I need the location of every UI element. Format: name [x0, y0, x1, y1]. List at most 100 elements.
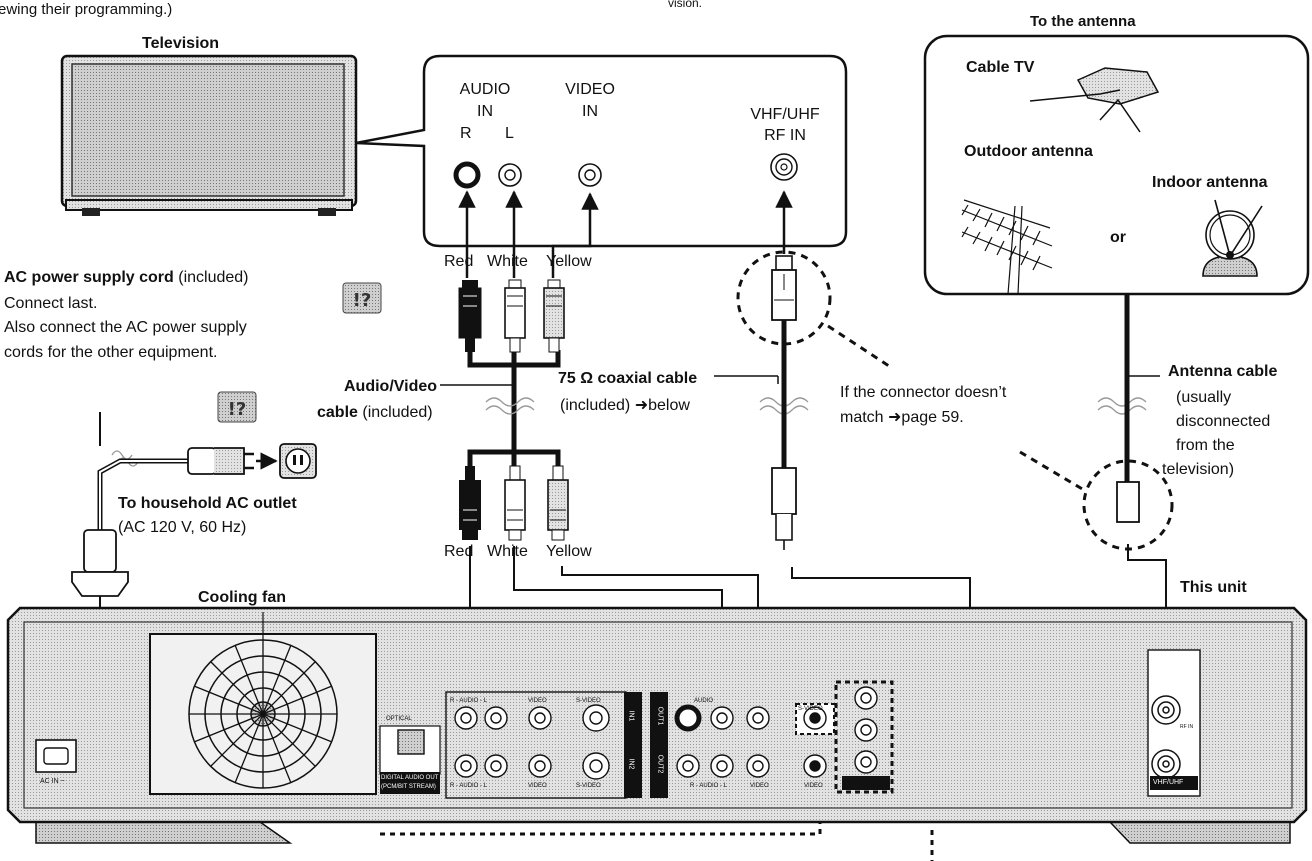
- out-label-strip: [650, 692, 668, 798]
- tv-input-panel: [355, 54, 848, 248]
- ac-cord-line3: cords for the other equipment.: [4, 344, 218, 361]
- ac-cord-line1: Connect last.: [4, 295, 98, 312]
- in-audio-label: R - AUDIO - L: [450, 698, 488, 704]
- connector-note-line1: If the connector doesn’t: [840, 384, 1007, 401]
- plug-yellow-top: [543, 279, 565, 353]
- plug-red-bottom: [459, 466, 481, 540]
- video-in-label-1: VIDEO: [565, 81, 615, 98]
- antenna-cable-line1: (usually: [1176, 389, 1232, 406]
- digital-audio-out-text-1: DIGITAL AUDIO OUT: [381, 775, 439, 781]
- component-jacks: [854, 686, 878, 774]
- plug-red-top: [458, 280, 482, 352]
- plug-red-label-bottom: Red: [444, 543, 474, 560]
- rf-in-small-label: RF IN: [1180, 724, 1194, 730]
- outdoor-antenna-label: Outdoor antenna: [964, 143, 1093, 160]
- plug-yellow-bottom: [547, 465, 569, 541]
- optical-label: OPTICAL: [386, 716, 412, 722]
- television-illustration: [60, 54, 358, 216]
- video-in-label-2: IN: [582, 103, 598, 120]
- outdoor-antenna-icon: [961, 199, 1053, 295]
- digital-audio-out-text-2: (PCM/BIT STREAM): [381, 784, 436, 790]
- output-jacks: [674, 703, 835, 778]
- audio-r-label: R: [460, 125, 472, 142]
- av-cable-upper: [440, 190, 599, 442]
- antenna-cable-title: Antenna cable: [1168, 363, 1278, 380]
- in-svideo-label: S-VIDEO: [576, 698, 601, 704]
- cable-tv-box-icon: [1029, 67, 1160, 133]
- rf-in-label-2: RF IN: [764, 127, 806, 144]
- hint-book-icon-2: !?: [217, 391, 257, 423]
- in2-audio-label: R - AUDIO - L: [450, 783, 488, 789]
- in2-video-label: VIDEO: [528, 783, 547, 789]
- out2-audio-label: R - AUDIO - L: [690, 783, 728, 789]
- ac-power-cord: [71, 412, 278, 714]
- rf-jacks: [1151, 695, 1181, 779]
- this-unit-label: This unit: [1180, 579, 1247, 596]
- out2-label: OUT2: [656, 754, 664, 774]
- plug-white-label-top: White: [487, 253, 528, 270]
- plug-yellow-label-top: Yellow: [546, 253, 592, 270]
- in-label-strip: [624, 692, 642, 798]
- svg-text:!?: !?: [353, 290, 372, 311]
- out-svideo-label: S-VIDEO: [798, 706, 823, 712]
- av-cable-title: Audio/Video: [344, 378, 438, 395]
- or-label: or: [1110, 229, 1126, 246]
- out-audio-label: AUDIO: [694, 698, 714, 704]
- unit-rear-panel: [6, 606, 1308, 844]
- to-antenna-label: To the antenna: [1030, 13, 1136, 30]
- digital-audio-out-label: [380, 772, 440, 794]
- in2-label: IN2: [627, 758, 635, 770]
- outlet-spec: (AC 120 V, 60 Hz): [118, 519, 247, 536]
- video-in-jack: [578, 163, 602, 187]
- audio-in-r-jack: [453, 161, 481, 189]
- coax-cable-line2: (included) ➜below: [560, 397, 690, 414]
- rf-in-jack: [770, 153, 798, 181]
- audio-in-l-jack: [498, 163, 522, 187]
- rf-in-label-1: VHF/UHF: [750, 106, 820, 123]
- component-video-group: [834, 680, 894, 794]
- antenna-leader: [1019, 450, 1085, 492]
- connector-note-leader: [827, 324, 893, 370]
- antenna-cable-line3: from the: [1176, 437, 1235, 454]
- in2-svideo-label: S-VIDEO: [576, 783, 601, 789]
- connector-highlight-antenna: [1082, 459, 1174, 551]
- plug-white-bottom: [504, 465, 526, 541]
- television-label: Television: [142, 35, 220, 52]
- svg-text:!?: !?: [228, 399, 247, 420]
- out-video-small-label: VIDEO: [804, 783, 823, 789]
- plug-red-label-top: Red: [444, 253, 474, 270]
- plug-yellow-label-bottom: Yellow: [546, 543, 592, 560]
- antenna-cable-line2: disconnected: [1176, 413, 1271, 430]
- in1-label: IN1: [627, 710, 635, 722]
- connector-highlight-top: [736, 250, 832, 346]
- in-video-label: VIDEO: [528, 698, 547, 704]
- indoor-antenna-label: Indoor antenna: [1152, 174, 1268, 191]
- plug-white-top: [504, 279, 526, 353]
- ac-outlet-icon: [279, 443, 317, 479]
- antenna-cable-line4: television): [1162, 461, 1235, 478]
- av-cable-subtitle: cable (included): [317, 404, 433, 421]
- vhf-uhf-label: VHF/UHF: [1153, 779, 1184, 786]
- out2-video-label: VIDEO: [750, 783, 769, 789]
- coax-cable-title: 75 Ω coaxial cable: [558, 370, 698, 387]
- audio-l-label: L: [505, 125, 514, 142]
- top-note-left: ewing their programming.): [0, 1, 173, 18]
- antenna-panel: [923, 34, 1310, 296]
- audio-in-label-1: AUDIO: [459, 81, 511, 98]
- audio-in-label-2: IN: [477, 103, 493, 120]
- out1-label: OUT1: [656, 706, 664, 726]
- outlet-title: To household AC outlet: [118, 495, 297, 512]
- ac-cord-line2: Also connect the AC power supply: [4, 319, 247, 336]
- ac-cord-title: AC power supply cord (included): [4, 269, 249, 286]
- plug-white-label-bottom: White: [487, 543, 528, 560]
- ac-in-label: AC IN ~: [40, 778, 65, 785]
- indoor-antenna-icon: [1202, 199, 1263, 277]
- connector-note-line2: match ➜page 59.: [840, 409, 964, 426]
- optical-port: [397, 729, 425, 755]
- top-note-mid: vision.: [668, 0, 703, 10]
- input-jacks: [445, 691, 627, 799]
- cooling-fan-label: Cooling fan: [198, 589, 286, 606]
- cable-tv-label: Cable TV: [966, 59, 1035, 76]
- cooling-fan-grille: [149, 633, 377, 795]
